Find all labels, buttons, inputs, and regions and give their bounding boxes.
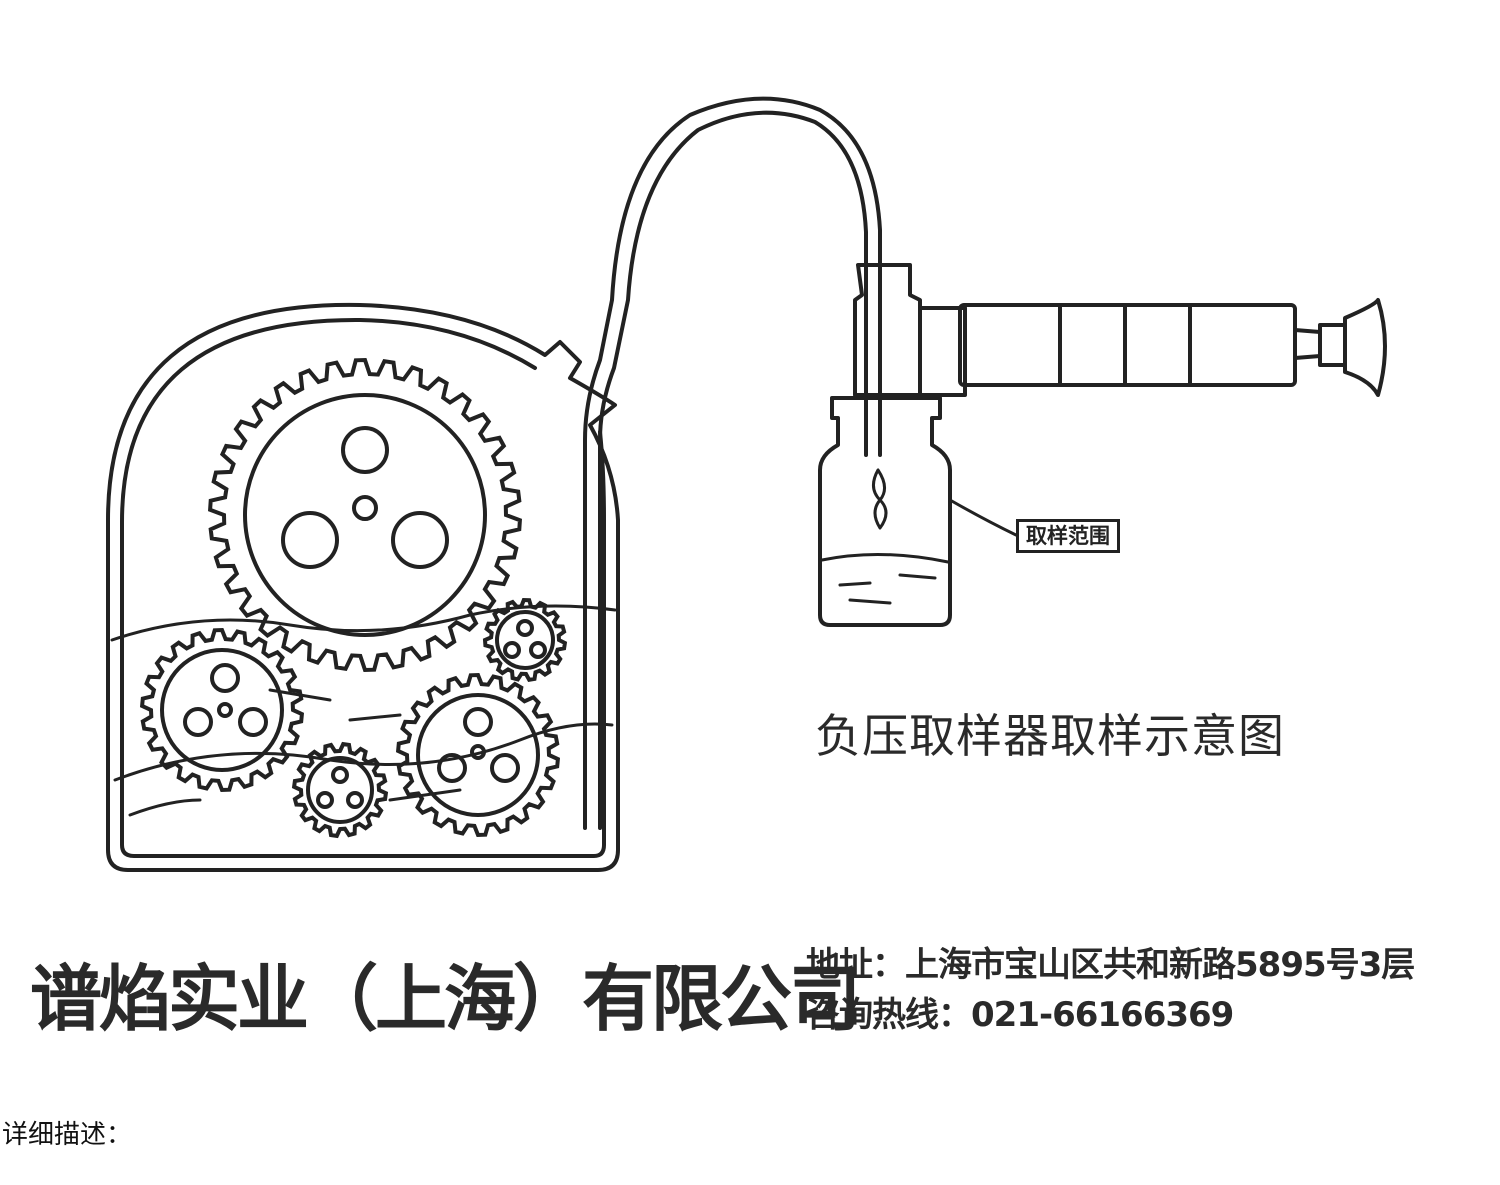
small-gear: [291, 741, 389, 839]
gear-hole: [463, 707, 493, 737]
gear-hole: [217, 702, 233, 718]
gear-teeth: [395, 672, 561, 838]
diagram-caption: 负压取样器取样示意图: [815, 709, 1285, 763]
gear-teeth: [482, 597, 568, 683]
small-gear: [395, 672, 561, 838]
sampling-diagram: [106, 96, 1387, 872]
gear-hole: [352, 495, 378, 521]
contact-info: 地址：上海市宝山区共和新路5895号3层 咨询热线：021-66166369: [806, 940, 1415, 1040]
main-gear: [208, 357, 522, 673]
vacuum-pump-handle: [958, 303, 1297, 387]
gear-hub-ring: [160, 648, 284, 772]
gear-hole: [210, 663, 240, 693]
gear-hole: [346, 791, 364, 809]
gear-hole: [529, 641, 547, 659]
gear-hole: [183, 707, 213, 737]
gear-hole: [391, 511, 449, 569]
sampling-range-label: 取样范围: [1016, 519, 1120, 553]
gear-hub-ring: [416, 693, 540, 817]
gear-hub-ring: [495, 610, 555, 670]
gear-hole: [503, 641, 521, 659]
gear-hole: [316, 791, 334, 809]
gear-teeth: [291, 741, 389, 839]
gear-hub-ring: [306, 756, 374, 824]
gear-hole: [470, 744, 486, 760]
gear-teeth: [208, 357, 522, 673]
gear-hole: [437, 753, 467, 783]
company-name: 谱焰实业（上海）有限公司: [30, 957, 861, 1041]
gear-hole: [238, 707, 268, 737]
gear-hole: [516, 619, 534, 637]
sampling-tube: [583, 96, 882, 830]
address-text: 地址：上海市宝山区共和新路5895号3层: [806, 945, 1415, 985]
gear-hole: [281, 511, 339, 569]
gear-hub-ring: [243, 393, 487, 637]
hotline-text: 咨询热线：021-66166369: [806, 995, 1234, 1035]
gear-hole: [490, 753, 520, 783]
gear-teeth: [139, 627, 305, 793]
gearbox-housing: [106, 302, 620, 872]
gear-hole: [331, 766, 349, 784]
small-gear: [482, 597, 568, 683]
sample-bottle: [818, 396, 952, 627]
gear-hole: [341, 426, 389, 474]
description-label: 详细描述：: [2, 1120, 133, 1150]
small-gear: [139, 627, 305, 793]
